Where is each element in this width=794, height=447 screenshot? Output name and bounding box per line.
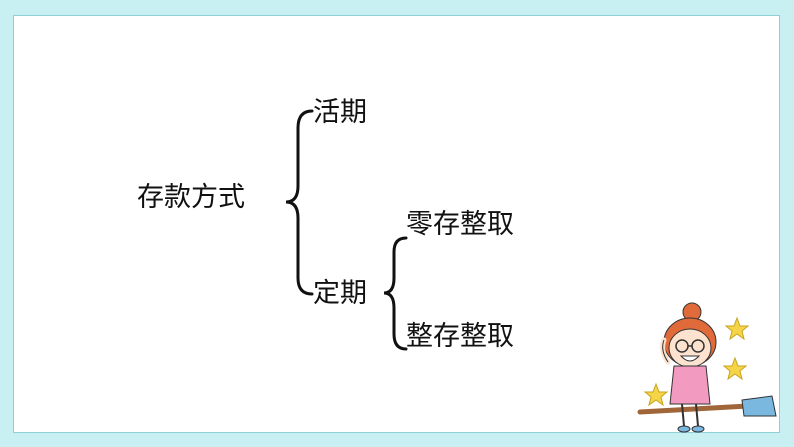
root-brace bbox=[286, 111, 312, 294]
star-icon bbox=[724, 358, 746, 379]
child-label-lump-in: 零存整取 bbox=[406, 211, 514, 238]
branch-label-fixed: 定期 bbox=[313, 280, 367, 307]
star-icon bbox=[645, 384, 667, 405]
branch-label-current: 活期 bbox=[313, 99, 367, 126]
sub-brace bbox=[384, 238, 406, 349]
child-label-lump-sum: 整存整取 bbox=[406, 323, 514, 350]
star-icon bbox=[726, 318, 748, 339]
root-node-label: 存款方式 bbox=[137, 184, 245, 211]
girl-on-broom-icon bbox=[630, 300, 780, 440]
